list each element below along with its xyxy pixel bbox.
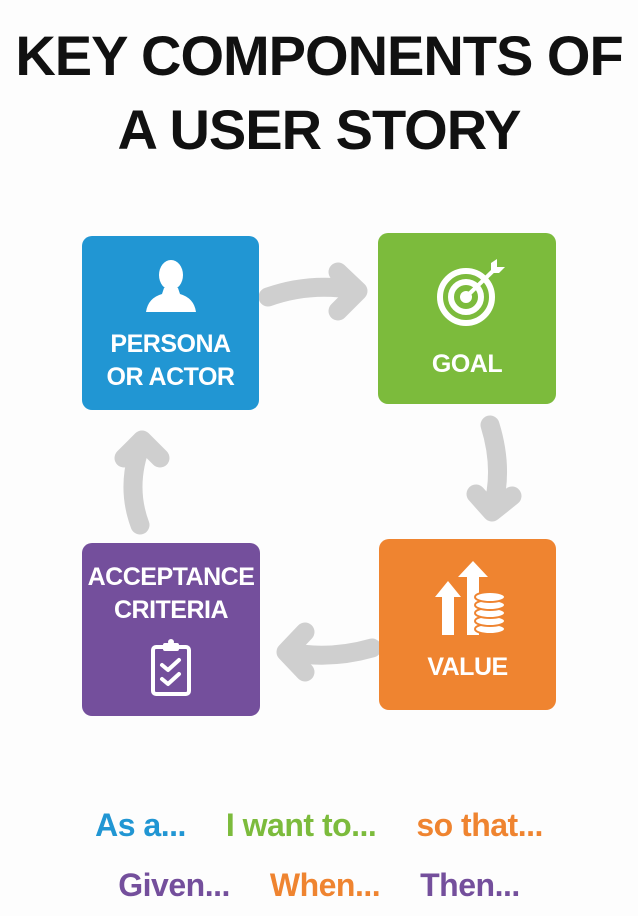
arrow-value-to-criteria [276, 622, 382, 682]
growth-coins-icon [435, 561, 506, 635]
arrow-criteria-to-persona [114, 430, 170, 535]
phrase-given: Given... [118, 867, 230, 903]
checklist-clipboard-icon [151, 639, 191, 696]
phrase-as-a: As a... [95, 807, 186, 843]
criteria-label-line-2: CRITERIA [113, 596, 229, 624]
arrow-persona-to-goal [258, 262, 368, 321]
goal-label: GOAL [431, 350, 503, 378]
title-line-2: A USER STORY [117, 98, 522, 161]
component-acceptance-criteria: ACCEPTANCE CRITERIA [82, 543, 260, 716]
phrase-row-story: As a... I want to... so that... [0, 803, 638, 847]
title-line-1: KEY COMPONENTS OF [15, 24, 623, 87]
phrase-when: When... [269, 867, 381, 903]
phrase-i-want-to: I want to... [225, 807, 377, 843]
person-icon [146, 260, 196, 312]
persona-label-line-2: OR ACTOR [106, 363, 235, 391]
persona-label-line-1: PERSONA [110, 330, 231, 358]
phrase-so-that: so that... [416, 807, 543, 843]
value-label: VALUE [427, 653, 508, 681]
component-goal: GOAL [378, 233, 556, 404]
target-icon [437, 259, 505, 326]
component-value: VALUE [379, 539, 556, 710]
phrase-row-criteria: Given... When... Then... [0, 863, 638, 907]
component-persona: PERSONA OR ACTOR [82, 236, 259, 410]
arrow-goal-to-value [466, 415, 522, 522]
criteria-label-line-1: ACCEPTANCE [87, 563, 255, 591]
phrase-then: Then... [420, 867, 520, 903]
